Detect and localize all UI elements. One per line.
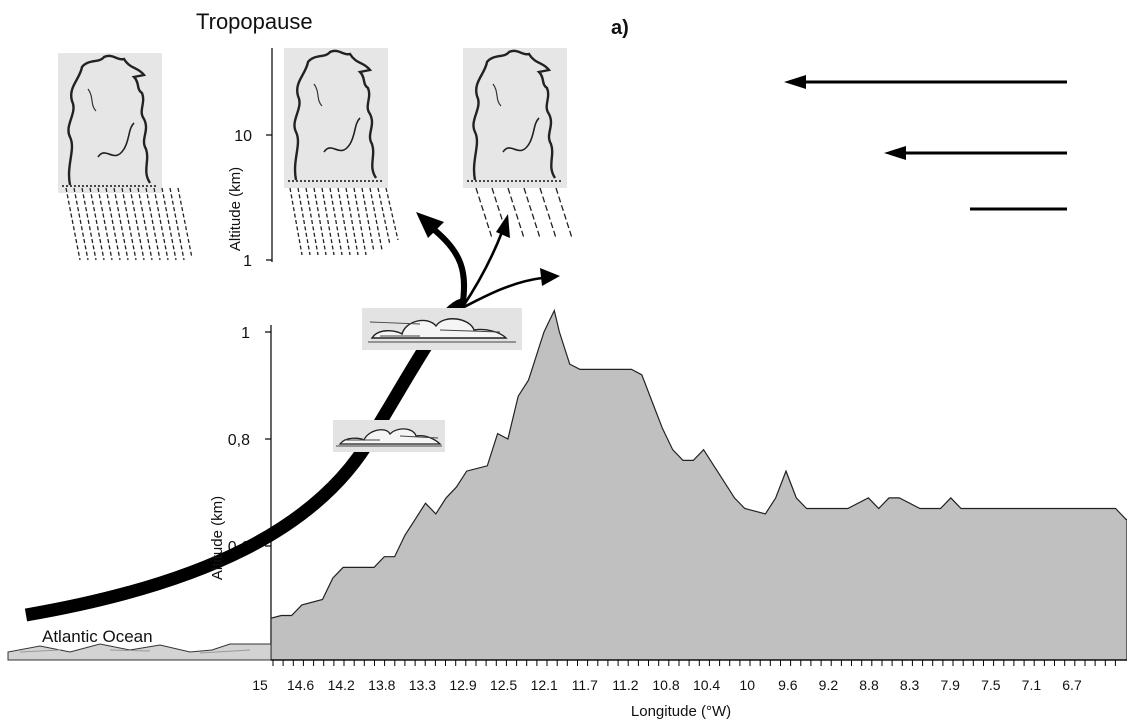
cumulus-cloud-lower xyxy=(333,420,445,452)
terrain-profile xyxy=(270,308,1127,661)
lower-axis-title: Altitude (km) xyxy=(209,496,226,580)
x-tick-label: 12.5 xyxy=(490,677,517,693)
wind-arrow-strong xyxy=(784,75,1067,89)
x-tick-label: 13.3 xyxy=(409,677,436,693)
tropopause-label: Tropopause xyxy=(196,9,313,34)
lower-tick-label: 1 xyxy=(241,325,250,342)
x-tick-label: 10.4 xyxy=(693,677,720,693)
x-tick-labels: 15 14.6 14.2 13.8 13.3 12.9 12.5 12.1 11.7 11.2 10… xyxy=(252,677,1082,693)
lower-altitude-axis: 1 0,8 0,6 xyxy=(228,325,272,650)
atlantic-ocean-strip xyxy=(7,643,272,661)
x-tick-label: 13.8 xyxy=(368,677,395,693)
rain-cloud-2 xyxy=(282,46,399,256)
x-tick-label: 8.8 xyxy=(859,677,879,693)
x-tick-label: 14.2 xyxy=(328,677,355,693)
terrain-area xyxy=(270,308,1127,661)
x-tick-label: 12.1 xyxy=(531,677,558,693)
panel-label: a) xyxy=(611,17,629,39)
cumulus-cloud-upper xyxy=(362,308,522,350)
x-tick-label: 7.1 xyxy=(1022,677,1042,693)
upper-tick-label: 10 xyxy=(234,128,252,145)
x-tick-label: 11.7 xyxy=(572,677,598,693)
x-tick-label: 12.9 xyxy=(449,677,476,693)
x-tick-label: 6.7 xyxy=(1062,677,1082,693)
x-axis-title: Longitude (°W) xyxy=(631,703,731,720)
wind-arrows xyxy=(784,75,1067,211)
x-tick-label: 9.6 xyxy=(778,677,798,693)
x-tick-label: 15 xyxy=(252,677,268,693)
x-tick-label: 10.8 xyxy=(652,677,679,693)
x-tick-label: 14.6 xyxy=(287,677,314,693)
x-tick-label: 9.2 xyxy=(819,677,839,693)
x-tick-label: 7.5 xyxy=(981,677,1001,693)
x-tick-label: 11.2 xyxy=(612,677,638,693)
x-minor-ticks xyxy=(272,660,1116,666)
rain-cloud-3 xyxy=(461,46,573,239)
x-tick-label: 10 xyxy=(739,677,755,693)
upper-altitude-axis: 10 1 Altitude (km) xyxy=(227,48,273,270)
x-tick-label: 7.9 xyxy=(940,677,960,693)
ocean-label: Atlantic Ocean xyxy=(42,627,153,646)
wind-arrow-medium xyxy=(884,146,1067,160)
upper-tick-label: 1 xyxy=(243,253,252,270)
lower-tick-label: 0,8 xyxy=(228,432,250,449)
x-axis: 15 14.6 14.2 13.8 13.3 12.9 12.5 12.1 11.7 11.2 10… xyxy=(252,659,1127,720)
x-tick-label: 8.3 xyxy=(900,677,920,693)
rain-cloud-1 xyxy=(56,51,193,261)
upper-axis-title: Altitude (km) xyxy=(227,167,244,251)
